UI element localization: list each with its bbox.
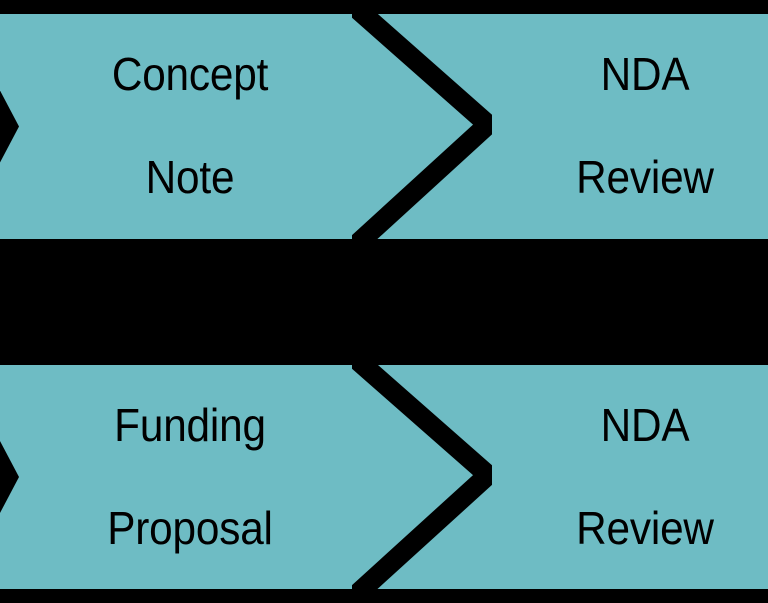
stage-label-nda-review-1: NDA Review (500, 0, 768, 255)
stage-label-nda-review-2: NDA Review (500, 348, 768, 603)
stage-label-funding-proposal: Funding Proposal (30, 348, 350, 603)
process-flow-row-2: Funding Proposal NDA Review (0, 365, 768, 589)
stage-label-line-1: Concept (111, 48, 269, 101)
stage-label-line-2: Proposal (107, 501, 273, 554)
stage-label-line-1: Funding (114, 398, 266, 451)
stage-label-concept-note: Concept Note (30, 0, 350, 255)
stage-label-line-1: NDA (600, 398, 690, 451)
stage-label-line-2: Review (576, 151, 714, 204)
stage-label-line-2: Note (145, 151, 235, 204)
stage-label-line-1: NDA (600, 48, 690, 101)
stage-label-line-2: Review (576, 501, 714, 554)
process-flow-row-1: Concept Note NDA Review (0, 14, 768, 239)
